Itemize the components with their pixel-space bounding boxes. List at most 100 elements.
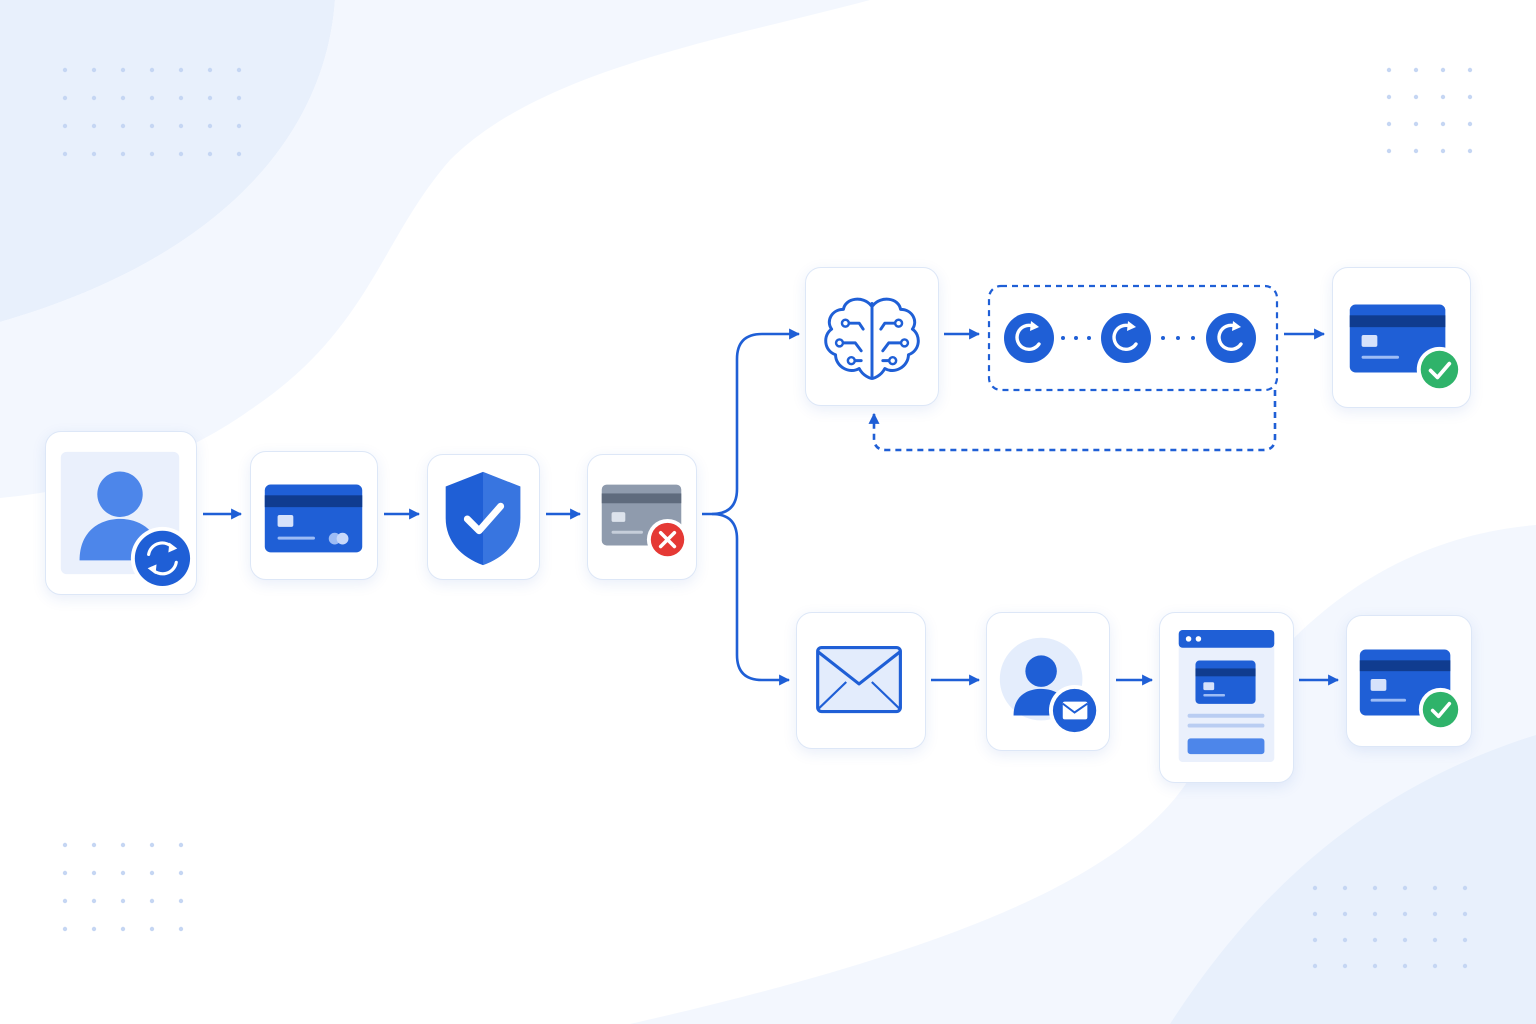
decor-dot: [1413, 67, 1419, 73]
decor-dot: [1467, 121, 1473, 127]
decor-dot: [1440, 94, 1446, 100]
edge-declined-to-ai-engine: [702, 328, 801, 516]
decor-dot: [91, 870, 97, 876]
blob-bottom-right: [1170, 735, 1536, 1024]
edge-declined-to-email: [711, 512, 791, 686]
decor-dot: [120, 842, 126, 848]
decor-dot: [1402, 937, 1408, 943]
decor-dot: [178, 95, 184, 101]
decor-dot: [1402, 963, 1408, 969]
node-ai-engine: [805, 267, 939, 406]
decor-dot: [62, 95, 68, 101]
decor-dot: [62, 67, 68, 73]
decor-dot: [1467, 94, 1473, 100]
decor-dot: [1462, 885, 1468, 891]
brain-circuit-icon: [824, 297, 920, 380]
decor-dot: [178, 123, 184, 129]
node-security-check: [427, 454, 540, 580]
decor-dot: [120, 926, 126, 932]
user-email-icon: [999, 637, 1101, 737]
decor-dot: [1312, 937, 1318, 943]
card-declined-icon: [601, 484, 689, 561]
decor-dot: [1413, 94, 1419, 100]
decor-dot: [1386, 94, 1392, 100]
node-payment-card: [250, 451, 378, 580]
decor-dot: [149, 926, 155, 932]
node-payment-failed: [587, 454, 697, 580]
decor-dot: [91, 67, 97, 73]
card-success-icon: [1359, 649, 1463, 732]
blob-top-left: [0, 0, 335, 322]
decor-dot: [1432, 963, 1438, 969]
decor-dot: [236, 151, 242, 157]
decor-dot: [62, 926, 68, 932]
decor-dot: [91, 151, 97, 157]
blob-top-wave: [0, 0, 870, 498]
decor-dot: [207, 95, 213, 101]
decor-dot: [149, 123, 155, 129]
decor-dot: [207, 67, 213, 73]
user-sync-icon: [60, 451, 195, 590]
decor-dot: [62, 842, 68, 848]
decor-dot: [1342, 937, 1348, 943]
node-customer: [45, 431, 197, 595]
decor-dot: [178, 151, 184, 157]
decor-dot: [149, 898, 155, 904]
decor-dot: [62, 870, 68, 876]
decor-dot: [1440, 121, 1446, 127]
decor-dot: [1312, 885, 1318, 891]
decor-dot: [120, 151, 126, 157]
decor-dot: [178, 870, 184, 876]
retry-sequence-icon: [1004, 313, 1256, 363]
shield-check-icon: [445, 471, 521, 566]
decor-dot: [178, 842, 184, 848]
dot-grid-top-right: [1386, 67, 1473, 154]
decor-dot: [62, 898, 68, 904]
node-customer-contacted: [986, 612, 1110, 751]
decor-dot: [149, 870, 155, 876]
node-update-payment-page: [1159, 612, 1294, 783]
decor-dot: [236, 95, 242, 101]
decor-dot: [1462, 963, 1468, 969]
decor-dot: [1312, 911, 1318, 917]
decor-dot: [1432, 937, 1438, 943]
node-retry-success: [1332, 267, 1471, 408]
decor-dot: [91, 926, 97, 932]
decor-dot: [1342, 911, 1348, 917]
decor-dot: [1467, 67, 1473, 73]
decor-dot: [1402, 911, 1408, 917]
decor-dot: [149, 95, 155, 101]
decor-dot: [207, 151, 213, 157]
decor-dot: [1372, 911, 1378, 917]
decor-dot: [236, 123, 242, 129]
decor-dot: [120, 123, 126, 129]
decor-dot: [1432, 911, 1438, 917]
decor-dot: [149, 67, 155, 73]
decor-dot: [1402, 885, 1408, 891]
decor-dot: [91, 898, 97, 904]
decor-dot: [1372, 937, 1378, 943]
dot-grid-bottom-right: [1312, 885, 1468, 969]
decor-dot: [1462, 911, 1468, 917]
decor-dot: [1386, 67, 1392, 73]
decor-dot: [1386, 121, 1392, 127]
dot-grid-bottom-left: [62, 842, 184, 932]
decor-dot: [1413, 148, 1419, 154]
decor-dot: [1413, 121, 1419, 127]
payment-update-page-icon: [1178, 630, 1275, 763]
decor-dot: [1467, 148, 1473, 154]
decor-dot: [62, 151, 68, 157]
dot-grid-top-left: [62, 67, 242, 157]
decor-dot: [236, 67, 242, 73]
credit-card-icon: [264, 484, 363, 553]
decor-dot: [91, 123, 97, 129]
decor-dot: [178, 926, 184, 932]
decor-dot: [178, 67, 184, 73]
decor-dot: [1342, 963, 1348, 969]
decor-dot: [1372, 963, 1378, 969]
envelope-icon: [816, 645, 902, 714]
decor-dot: [62, 123, 68, 129]
card-success-icon: [1349, 304, 1463, 393]
